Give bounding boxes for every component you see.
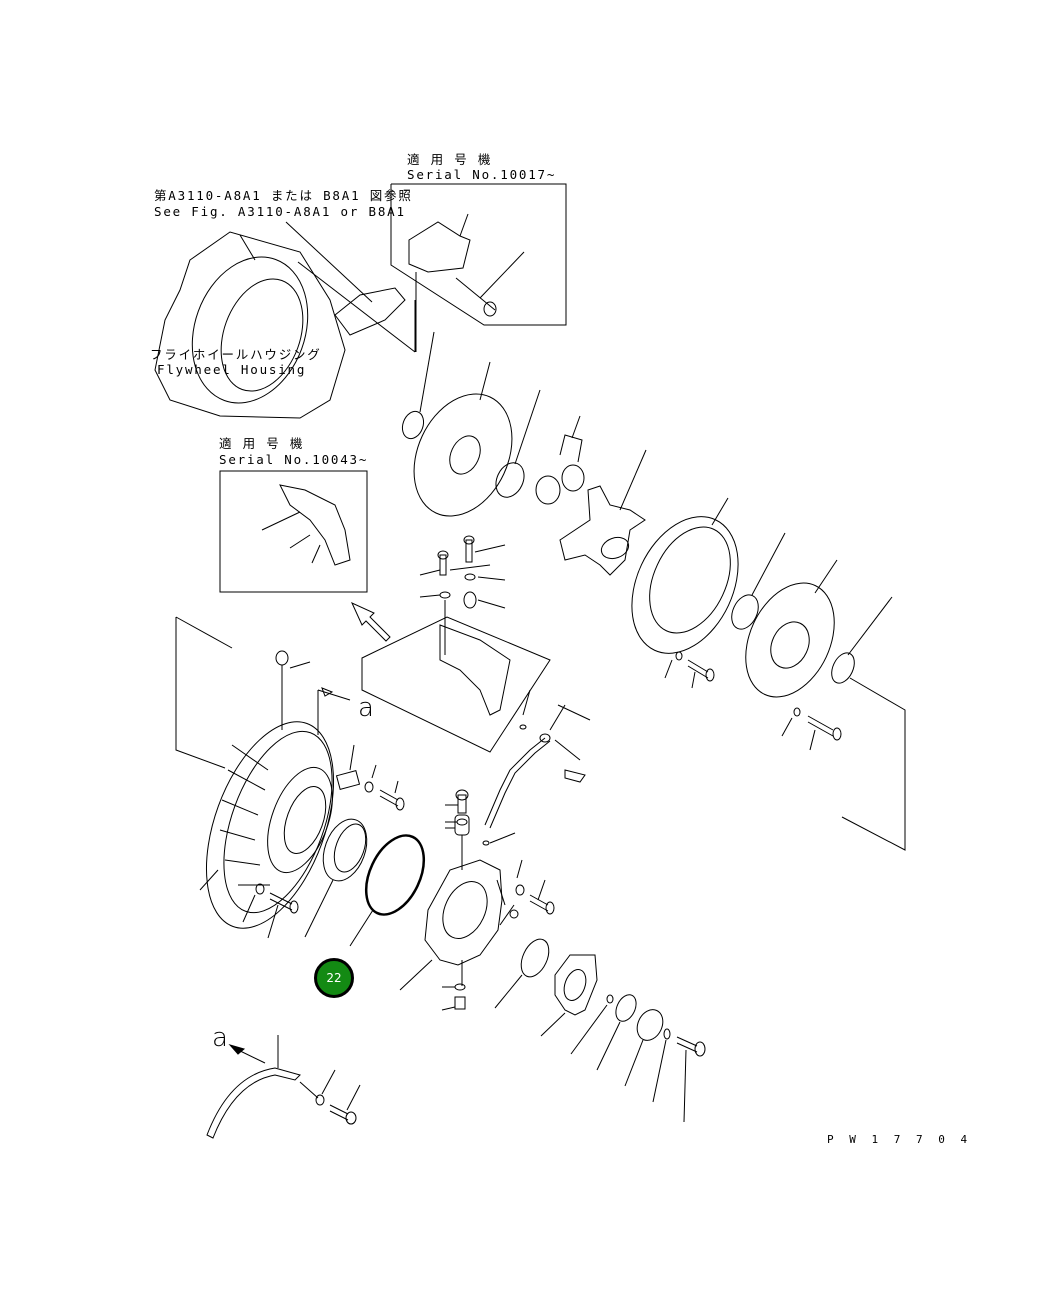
bearing (401, 410, 425, 440)
adapter-part (334, 287, 406, 336)
seal-3 (831, 652, 855, 684)
serial-box-2 (219, 470, 368, 593)
center-bracket (361, 616, 551, 753)
serial-box-2-title-jp: 適 用 号 機 (219, 436, 305, 451)
drive-plate (413, 393, 513, 517)
callout-22-o-ring[interactable]: 22 (314, 958, 354, 998)
serial-box-1-title-jp: 適 用 号 機 (407, 152, 493, 167)
arc-segment (206, 1067, 301, 1139)
flywheel-housing (154, 231, 346, 419)
view-marker-a-lower: a (212, 1023, 228, 1053)
reference-note-en: See Fig. A3110-A8A1 or B8A1 (154, 204, 406, 219)
bushing-2 (561, 464, 585, 492)
seal-1 (495, 462, 525, 498)
reference-note-jp: 第A3110-A8A1 または B8A1 図参照 (154, 188, 413, 203)
o-ring (364, 834, 426, 916)
seal-2 (731, 594, 759, 630)
callout-number: 22 (326, 971, 342, 985)
flywheel-housing-label-en: Flywheel Housing (157, 362, 307, 377)
damper-housing (631, 516, 739, 654)
coupling-spider (559, 485, 646, 576)
bearing-plate (424, 859, 503, 966)
damper-assembly (205, 721, 335, 929)
flange-yoke (554, 954, 598, 1016)
lube-pipe (484, 737, 546, 826)
drawing-number: P W 1 7 7 0 4 (827, 1133, 972, 1146)
seal-4 (520, 938, 550, 978)
flywheel-housing-label-jp: フライホイールハウジング (150, 347, 322, 362)
serial-box-1-serial: Serial No.10017~ (407, 167, 557, 182)
reference-arrow (350, 601, 391, 642)
view-marker-a-upper: a (358, 693, 374, 723)
cover-plate (745, 582, 835, 698)
spring-pack (322, 818, 368, 882)
serial-box-1 (390, 183, 567, 352)
bushing-1 (535, 475, 561, 505)
serial-box-2-serial: Serial No.10043~ (219, 452, 369, 467)
